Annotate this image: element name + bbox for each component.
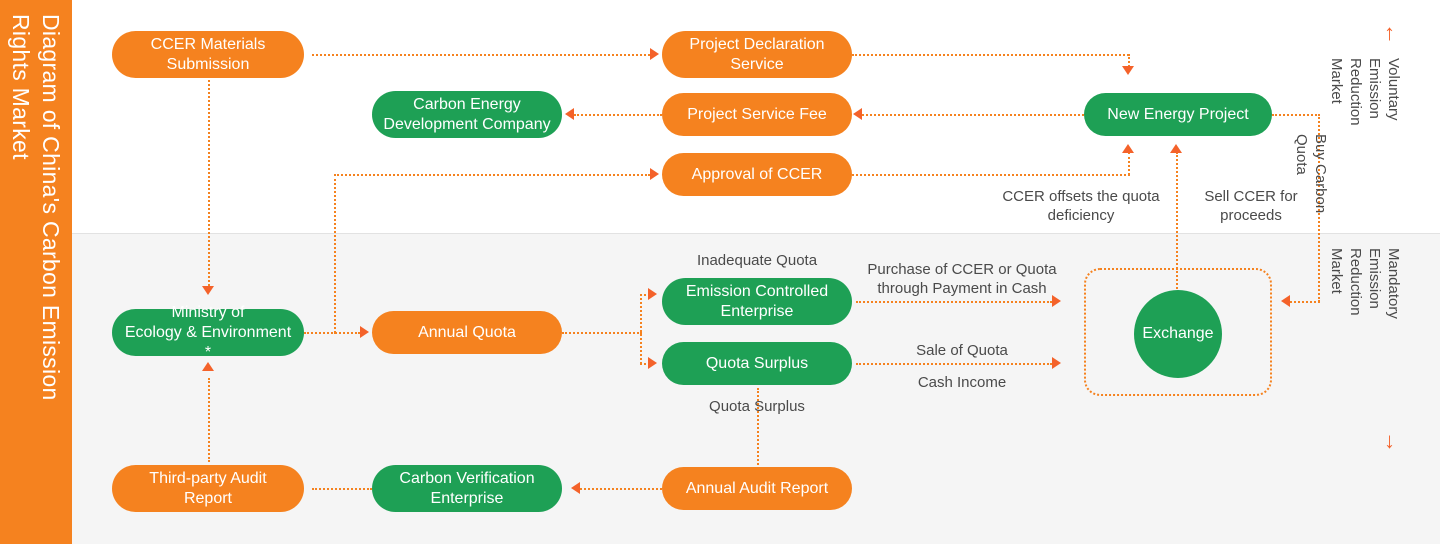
node-annual-quota[interactable]: Annual Quota xyxy=(372,311,562,354)
arrowhead-ministry-top xyxy=(202,286,214,295)
arrowhead-declaration-in xyxy=(650,48,659,60)
connector-thirdparty-to-ministry xyxy=(208,378,210,462)
connector-buycarbonquota-h2 xyxy=(1290,301,1320,303)
connector-ccer-offsets-v xyxy=(1176,152,1178,297)
connector-annualquota-split-h xyxy=(562,332,642,334)
node-project-service-fee[interactable]: Project Service Fee xyxy=(662,93,852,136)
node-ministry-of-ecology-environment[interactable]: Ministry of Ecology & Environment * xyxy=(112,304,304,361)
arrowhead-verification-in xyxy=(571,482,580,494)
node-carbon-energy-development-company[interactable]: Carbon Energy Development Company xyxy=(372,91,562,138)
connector-approval-to-newenergy-v xyxy=(1128,152,1130,175)
connector-submission-to-ministry xyxy=(208,80,210,286)
node-carbon-verification-enterprise[interactable]: Carbon Verification Enterprise xyxy=(372,465,562,512)
mandatory-market-down-arrow: ↓ xyxy=(1384,428,1395,453)
diagram-title-line2: Rights Market xyxy=(8,14,34,160)
connector-newenergy-to-servicefee xyxy=(862,114,1084,116)
connector-sale-to-exchange xyxy=(856,363,1052,365)
connector-verification-to-thirdparty xyxy=(312,488,372,490)
node-project-declaration-service[interactable]: Project Declaration Service xyxy=(662,31,852,78)
node-new-energy-project[interactable]: New Energy Project xyxy=(1084,93,1272,136)
connector-ministry-to-approval-v xyxy=(334,174,336,333)
connector-to-quota-surplus xyxy=(640,363,650,365)
connector-submission-to-declaration xyxy=(312,54,650,56)
connector-servicefee-to-carbonenergy xyxy=(574,114,662,116)
label-purchase-of-ccer-or-quota: Purchase of CCER or Quota through Paymen… xyxy=(867,261,1057,297)
connector-approval-to-newenergy-h xyxy=(852,174,1130,176)
connector-purchase-to-exchange xyxy=(856,301,1052,303)
node-approval-of-ccer[interactable]: Approval of CCER xyxy=(662,153,852,196)
node-annual-audit-report[interactable]: Annual Audit Report xyxy=(662,467,852,510)
connector-buycarbonquota-h1 xyxy=(1272,114,1320,116)
label-mandatory-emission-reduction-market: Mandatory Emission Reduction Market xyxy=(1328,248,1402,319)
arrowhead-annualquota-in xyxy=(360,326,369,338)
label-ccer-offsets-quota-deficiency: CCER offsets the quota deficiency xyxy=(1002,188,1160,224)
connector-declaration-to-newenergy-h xyxy=(852,54,1129,56)
connector-quotasurplus-to-auditreport xyxy=(757,388,759,465)
voluntary-market-up-arrow: ↑ xyxy=(1384,20,1395,45)
arrowhead-approval-in xyxy=(650,168,659,180)
arrowhead-exchange-sale-in xyxy=(1052,357,1061,369)
arrowhead-ministry-bottom xyxy=(202,362,214,371)
label-sale-of-quota: Sale of Quota xyxy=(916,342,1008,359)
connector-ministry-to-annualquota xyxy=(304,332,360,334)
connector-declaration-to-newenergy-v xyxy=(1128,54,1130,67)
title-sidebar: Diagram of China's Carbon Emission Right… xyxy=(0,0,72,544)
arrowhead-exchange-purchase-in xyxy=(1052,295,1061,307)
node-third-party-audit-report[interactable]: Third-party Audit Report xyxy=(112,465,304,512)
arrowhead-exchange-right-in xyxy=(1281,295,1290,307)
node-emission-controlled-enterprise[interactable]: Emission Controlled Enterprise xyxy=(662,278,852,325)
arrowhead-newenergy-top xyxy=(1122,66,1134,75)
arrowhead-newenergy-right-bottom xyxy=(1170,144,1182,153)
label-voluntary-emission-reduction-market: Voluntary Emission Reduction Market xyxy=(1328,58,1402,126)
connector-to-emission-enterprise xyxy=(640,294,650,296)
diagram-title: Diagram of China's Carbon Emission Right… xyxy=(6,14,66,401)
label-sell-ccer-for-proceeds: Sell CCER for proceeds xyxy=(1204,188,1298,224)
connector-ministry-to-approval-h2 xyxy=(334,174,650,176)
node-quota-surplus[interactable]: Quota Surplus xyxy=(662,342,852,385)
node-ccer-materials-submission[interactable]: CCER Materials Submission xyxy=(112,31,304,78)
arrowhead-quota-surplus-in xyxy=(648,357,657,369)
arrowhead-newenergy-left-bottom xyxy=(1122,144,1134,153)
label-quota-surplus-audit: Quota Surplus xyxy=(709,398,805,415)
label-buy-carbon-quota: Buy Carbon Quota xyxy=(1293,134,1329,214)
arrowhead-emission-enterprise-in xyxy=(648,288,657,300)
diagram-title-line1: Diagram of China's Carbon Emission xyxy=(38,14,64,401)
arrowhead-servicefee-in xyxy=(853,108,862,120)
connector-annualquota-split-v xyxy=(640,294,642,364)
label-cash-income: Cash Income xyxy=(917,374,1007,391)
arrowhead-carbonenergy-in xyxy=(565,108,574,120)
connector-buycarbonquota-v xyxy=(1318,114,1320,302)
exchange-boundary-box xyxy=(1084,268,1272,396)
label-inadequate-quota: Inadequate Quota xyxy=(696,252,818,269)
connector-auditreport-to-verification xyxy=(580,488,662,490)
market-divider xyxy=(72,233,1440,234)
node-exchange[interactable]: Exchange xyxy=(1134,290,1222,378)
